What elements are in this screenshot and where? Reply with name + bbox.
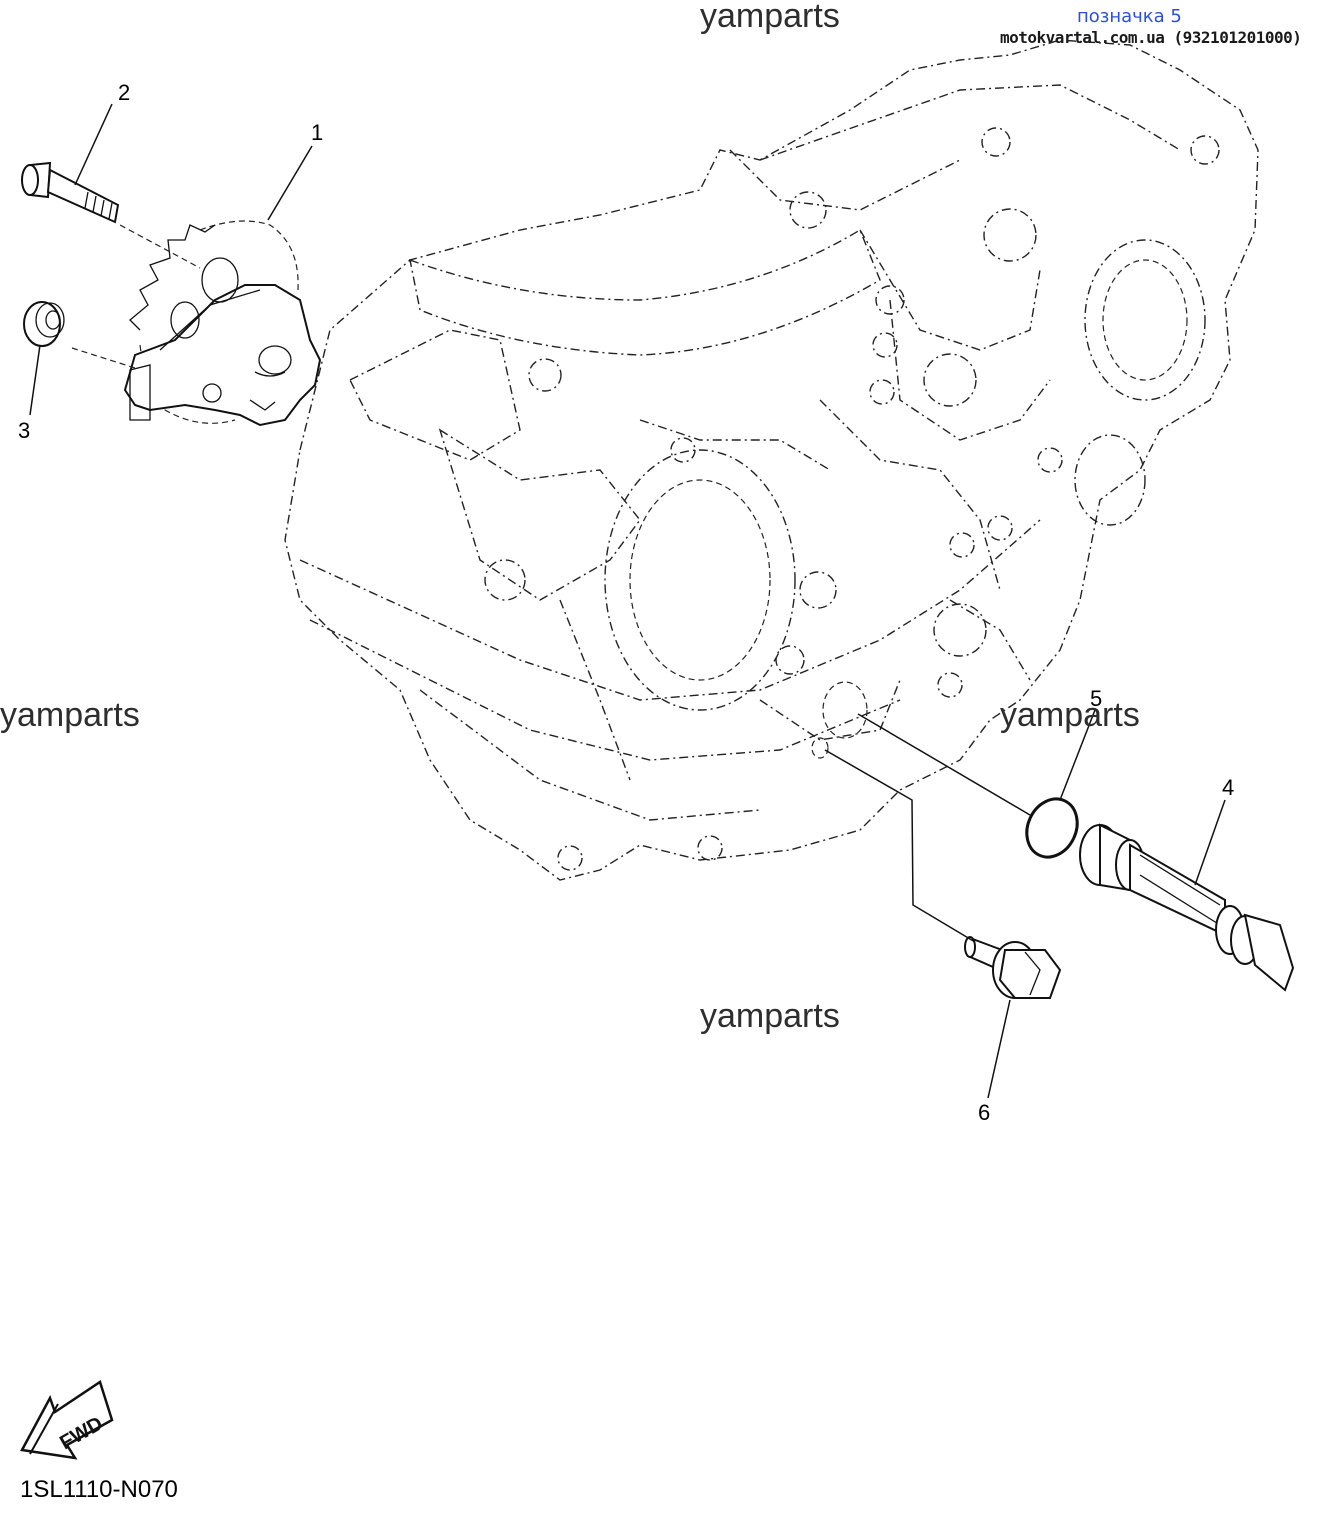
crankcase-outline — [284, 39, 1259, 881]
watermark-top: yamparts — [700, 0, 840, 35]
assembly-leaders — [71, 224, 1031, 943]
watermark-bottom: yamparts — [700, 997, 840, 1035]
o-ring — [1025, 797, 1079, 859]
callout-3: 3 — [18, 418, 30, 443]
fwd-arrow-icon: FWD — [20, 1380, 114, 1460]
flange-bolt — [964, 936, 1062, 999]
callout-1: 1 — [311, 120, 323, 145]
oil-pump-assembly — [123, 220, 322, 427]
source-site-label: motokvartal.com.ua (932101201000) — [1000, 28, 1302, 47]
dowel-collar — [23, 301, 65, 347]
callout-5: 5 — [1090, 686, 1102, 711]
diagram-reference: 1SL1110-N070 — [20, 1476, 178, 1503]
callout-4: 4 — [1222, 775, 1234, 800]
callout-2: 2 — [118, 80, 130, 105]
callout-leaders — [29, 103, 1226, 1099]
callout-6: 6 — [978, 1100, 990, 1125]
oil-strainer — [1079, 823, 1295, 992]
watermark-left: yamparts — [0, 696, 140, 734]
watermark-right: yamparts — [1000, 696, 1140, 734]
reference-badge: позначка 5 — [1077, 6, 1182, 27]
pump-bolt — [21, 161, 120, 224]
